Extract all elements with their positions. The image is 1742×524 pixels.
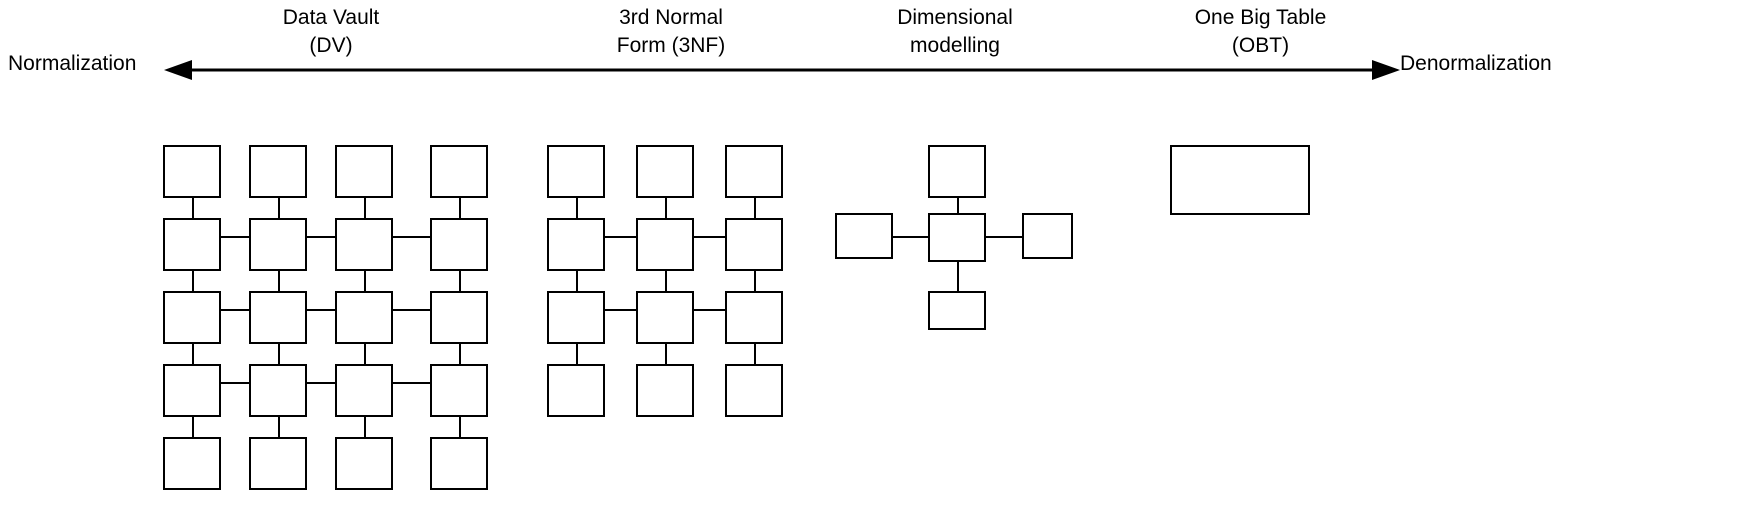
connector-horizontal	[219, 236, 253, 239]
connector-horizontal	[604, 309, 637, 312]
node-box[interactable]	[249, 291, 307, 344]
stage-label-one-big-table: One Big Table (OBT)	[1194, 6, 1327, 57]
connector-vertical	[192, 417, 195, 449]
node-box[interactable]	[636, 145, 694, 198]
node-box[interactable]	[928, 291, 986, 330]
arrowhead-left-icon	[164, 60, 192, 80]
connector-vertical	[957, 262, 960, 294]
connector-vertical	[459, 271, 462, 303]
connector-horizontal	[219, 309, 253, 312]
node-box[interactable]	[835, 213, 893, 259]
connector-horizontal	[305, 382, 339, 385]
connector-vertical	[576, 198, 579, 230]
connector-vertical	[192, 198, 195, 230]
connector-vertical	[754, 271, 757, 303]
connector-horizontal	[219, 382, 253, 385]
connector-horizontal	[391, 236, 434, 239]
node-box-one-big-table[interactable]	[1170, 145, 1310, 215]
node-box[interactable]	[335, 437, 393, 490]
connector-vertical	[754, 344, 757, 376]
node-box[interactable]	[725, 364, 783, 417]
node-box[interactable]	[163, 437, 221, 490]
node-box[interactable]	[430, 364, 488, 417]
node-box[interactable]	[547, 218, 605, 271]
node-box[interactable]	[725, 291, 783, 344]
connector-vertical	[364, 344, 367, 376]
connector-vertical	[576, 344, 579, 376]
connector-vertical	[364, 198, 367, 230]
connector-horizontal	[985, 236, 1022, 239]
node-box[interactable]	[928, 145, 986, 198]
connector-vertical	[364, 417, 367, 449]
node-box[interactable]	[430, 437, 488, 490]
connector-horizontal	[893, 236, 930, 239]
node-box[interactable]	[163, 364, 221, 417]
node-box[interactable]	[335, 291, 393, 344]
connector-vertical	[665, 198, 668, 230]
node-box[interactable]	[430, 145, 488, 198]
axis-label-normalization: Normalization	[8, 52, 137, 75]
node-box[interactable]	[249, 218, 307, 271]
node-box[interactable]	[636, 364, 694, 417]
stage-label-data-vault: Data Vault (DV)	[282, 6, 380, 57]
connector-vertical	[278, 417, 281, 449]
connector-vertical	[665, 271, 668, 303]
node-box[interactable]	[335, 364, 393, 417]
connector-horizontal	[693, 236, 726, 239]
node-box[interactable]	[335, 218, 393, 271]
node-box[interactable]	[430, 218, 488, 271]
connector-horizontal	[604, 236, 637, 239]
node-box[interactable]	[928, 213, 986, 262]
node-box[interactable]	[335, 145, 393, 198]
node-box[interactable]	[249, 145, 307, 198]
connector-vertical	[278, 344, 281, 376]
node-box[interactable]	[725, 145, 783, 198]
connector-vertical	[192, 344, 195, 376]
node-box[interactable]	[163, 291, 221, 344]
node-box[interactable]	[249, 364, 307, 417]
stage-label-dimensional-modelling: Dimensional modelling	[897, 6, 1013, 57]
connector-vertical	[278, 271, 281, 303]
node-box[interactable]	[249, 437, 307, 490]
axis-label-denormalization: Denormalization	[1400, 52, 1552, 75]
connector-horizontal	[391, 382, 434, 385]
connector-vertical	[459, 198, 462, 230]
node-box[interactable]	[430, 291, 488, 344]
connector-vertical	[364, 271, 367, 303]
node-box[interactable]	[163, 145, 221, 198]
connector-horizontal	[391, 309, 434, 312]
node-box[interactable]	[636, 291, 694, 344]
node-box[interactable]	[163, 218, 221, 271]
node-box[interactable]	[547, 364, 605, 417]
connector-vertical	[278, 198, 281, 230]
connector-vertical	[754, 198, 757, 230]
connector-vertical	[459, 344, 462, 376]
connector-horizontal	[305, 309, 339, 312]
node-box[interactable]	[1022, 213, 1073, 259]
node-box[interactable]	[547, 145, 605, 198]
connector-vertical	[192, 271, 195, 303]
connector-horizontal	[305, 236, 339, 239]
node-box[interactable]	[547, 291, 605, 344]
node-box[interactable]	[636, 218, 694, 271]
connector-horizontal	[693, 309, 726, 312]
connector-vertical	[576, 271, 579, 303]
stage-label-third-normal-form: 3rd Normal Form (3NF)	[616, 6, 726, 57]
connector-vertical	[665, 344, 668, 376]
arrowhead-right-icon	[1372, 60, 1400, 80]
node-box[interactable]	[725, 218, 783, 271]
connector-vertical	[459, 417, 462, 449]
